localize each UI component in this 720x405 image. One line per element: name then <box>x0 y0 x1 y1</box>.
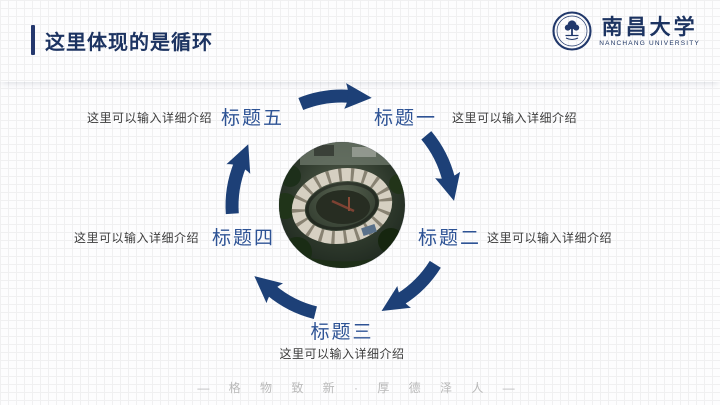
cycle-item-label-5: 标题五 <box>221 108 285 129</box>
university-seal-icon <box>552 11 592 51</box>
cycle-item-label-1: 标题一 <box>374 108 438 129</box>
university-name-en: NANCHANG UNIVERSITY <box>599 40 700 48</box>
cycle-item-desc-4: 这里可以输入详细介绍 <box>74 231 200 245</box>
cycle-item-label-3: 标题三 <box>310 322 374 343</box>
center-photo-border <box>278 141 406 269</box>
cycle-arrow-1 <box>298 83 372 111</box>
cycle-arrow-5 <box>225 144 251 215</box>
cycle-item-label-4: 标题四 <box>212 228 276 249</box>
university-logo-text: 南昌大学 NANCHANG UNIVERSITY <box>599 13 700 48</box>
cycle-arrow-3 <box>381 260 441 312</box>
title-accent-bar <box>31 25 35 55</box>
university-name-cn: 南昌大学 <box>601 13 698 39</box>
cycle-item-desc-5: 这里可以输入详细介绍 <box>87 111 213 125</box>
university-logo: 南昌大学 NANCHANG UNIVERSITY <box>552 11 700 51</box>
page-title: 这里体现的是循环 <box>45 31 213 54</box>
cycle-arrow-4 <box>254 276 318 320</box>
cycle-arrows <box>225 83 461 320</box>
cycle-item-desc-2: 这里可以输入详细介绍 <box>487 231 613 245</box>
cycle-arrow-2 <box>421 131 461 201</box>
cycle-item-desc-3: 这里可以输入详细介绍 <box>279 347 405 361</box>
slide-title-group: 这里体现的是循环 <box>31 25 213 55</box>
cycle-item-label-2: 标题二 <box>418 228 482 249</box>
school-motto: — 格 物 致 新 · 厚 德 泽 人 — <box>197 381 523 395</box>
center-aerial-photo <box>279 142 405 268</box>
cycle-item-desc-1: 这里可以输入详细介绍 <box>452 111 578 125</box>
